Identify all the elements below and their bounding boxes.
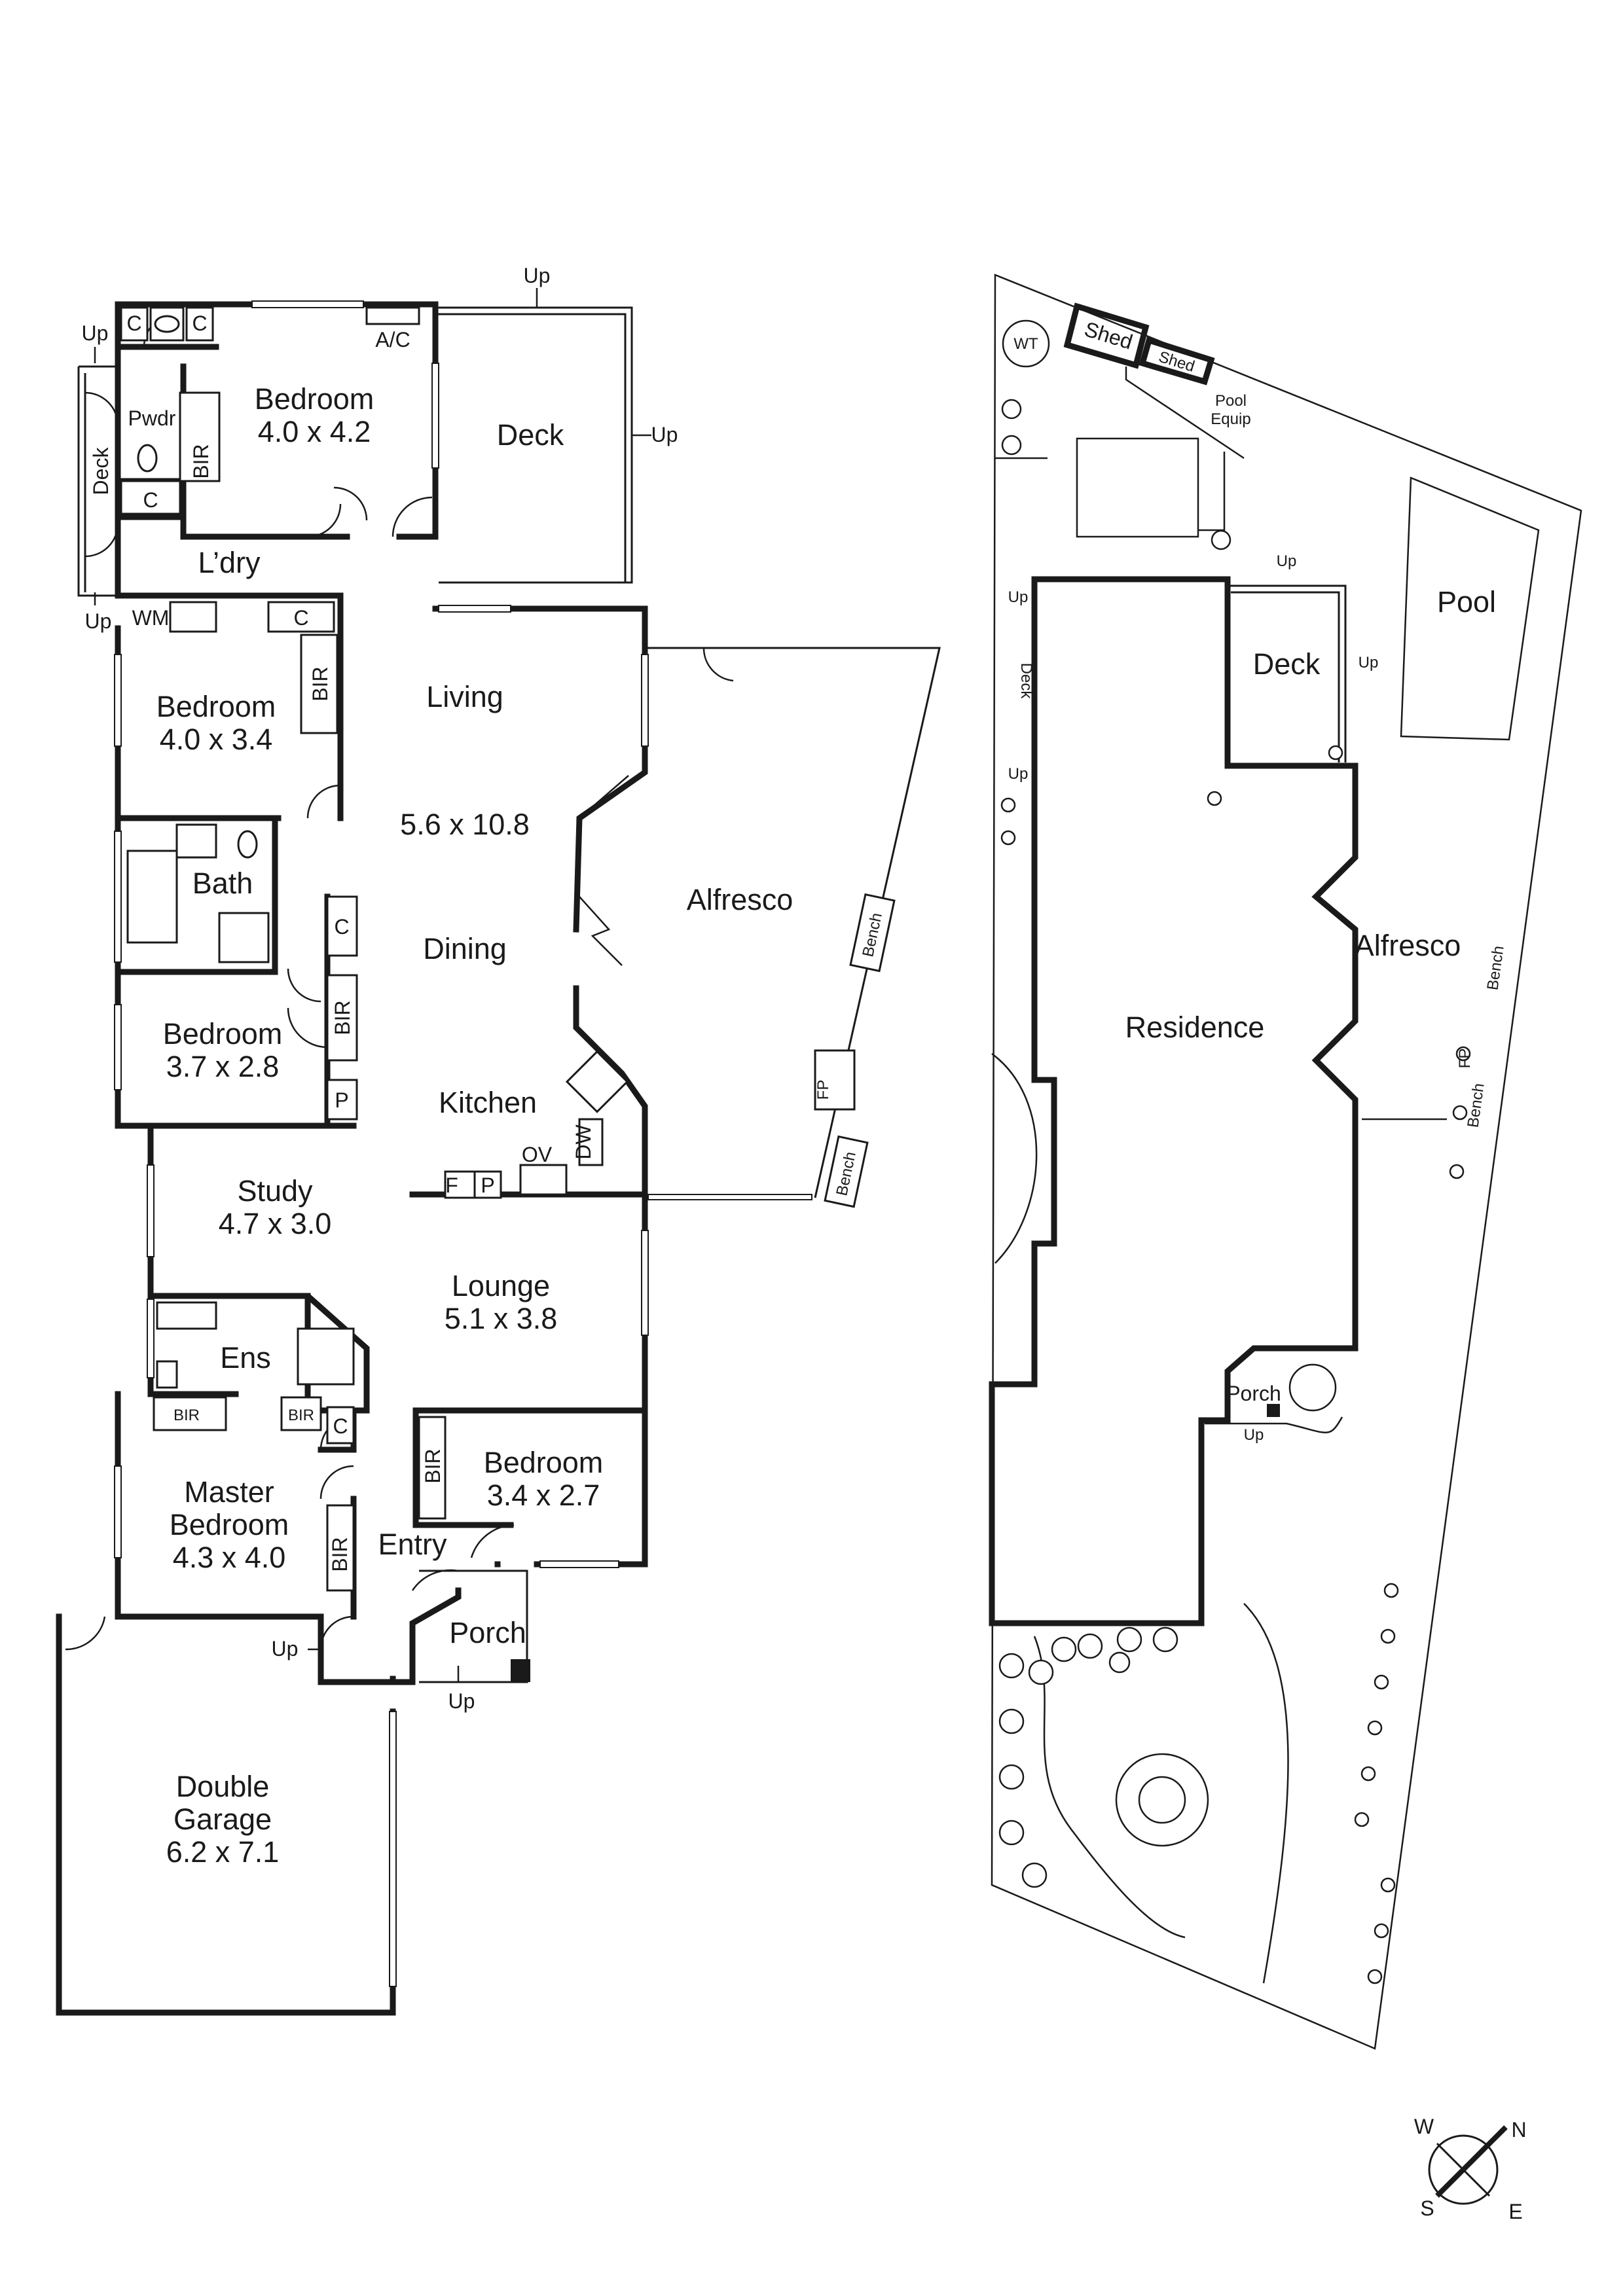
label-bir: BIR	[421, 1448, 445, 1483]
room-bedroom-4-size: 3.4 x 2.7	[487, 1479, 600, 1512]
room-dining-name: Dining	[423, 932, 507, 965]
room-kitchen-name: Kitchen	[439, 1086, 537, 1119]
room-side-deck-name: Deck	[89, 447, 113, 495]
room-lounge-name: Lounge	[452, 1269, 550, 1302]
room-pwdr-name: Pwdr	[128, 406, 176, 430]
label-bir: BIR	[173, 1407, 200, 1424]
room-master-name-line1: Master	[184, 1475, 274, 1509]
label-bir: BIR	[308, 666, 332, 701]
compass-west: W	[1414, 2115, 1434, 2138]
windows	[114, 300, 812, 1987]
room-bath-name: Bath	[192, 867, 253, 900]
room-porch-name: Porch	[449, 1616, 526, 1649]
room-bedroom-2-size: 4.0 x 3.4	[160, 723, 273, 756]
compass-north: N	[1511, 2118, 1526, 2142]
compass-south: S	[1420, 2197, 1434, 2220]
room-lounge-size: 5.1 x 3.8	[445, 1302, 558, 1335]
label-closet: C	[143, 488, 158, 512]
label-oven: OV	[522, 1143, 553, 1166]
label-bir: BIR	[331, 1000, 354, 1035]
site-label-up: Up	[1008, 588, 1029, 606]
site-label-alfresco: Alfresco	[1355, 929, 1461, 962]
room-living-size: 5.6 x 10.8	[400, 808, 530, 841]
site-shrubs	[998, 399, 1471, 1984]
label-closet: C	[334, 915, 349, 939]
label-up: Up	[448, 1689, 475, 1713]
label-up: Up	[85, 609, 112, 633]
site-label-porch: Porch	[1226, 1382, 1281, 1405]
room-master-name-line2: Bedroom	[170, 1508, 289, 1541]
label-closet: C	[293, 606, 308, 630]
room-master-size: 4.3 x 4.0	[173, 1541, 286, 1574]
room-garage-name-line1: Double	[176, 1770, 270, 1803]
room-ensuite-name: Ens	[220, 1341, 271, 1374]
room-bedroom-1-size: 4.0 x 4.2	[258, 415, 371, 448]
site-label-side-deck: Deck	[1017, 663, 1035, 700]
site-label-up: Up	[1008, 765, 1029, 783]
site-label-up: Up	[1277, 552, 1297, 570]
room-bedroom-1-name: Bedroom	[255, 382, 374, 416]
label-fridge: F	[445, 1174, 458, 1197]
residence-outline	[989, 576, 1359, 1626]
label-closet: C	[192, 312, 207, 335]
site-label-up: Up	[1359, 654, 1379, 672]
site-label-up: Up	[1244, 1426, 1264, 1444]
label-washing-machine: WM	[132, 606, 170, 630]
site-label-bench: Bench	[1464, 1082, 1487, 1128]
site-label-deck: Deck	[1253, 647, 1321, 681]
room-bedroom-3-size: 3.7 x 2.8	[166, 1050, 280, 1083]
label-bir: BIR	[288, 1407, 314, 1424]
fixtures	[120, 306, 896, 1592]
label-closet: C	[126, 312, 141, 335]
label-up: Up	[272, 1637, 299, 1660]
room-garage-name-line2: Garage	[173, 1803, 272, 1836]
site-plan: WT Shed Shed Pool Equip Pool Deck Alfres…	[989, 274, 1582, 2050]
room-deck-name: Deck	[497, 418, 564, 452]
exterior-walls	[56, 301, 648, 2016]
room-alfresco-name: Alfresco	[687, 883, 793, 916]
room-bedroom-3-name: Bedroom	[163, 1017, 283, 1050]
pool	[1400, 476, 1540, 741]
site-label-residence: Residence	[1125, 1011, 1265, 1044]
label-ac: A/C	[375, 328, 410, 351]
up-arrows	[94, 288, 651, 1682]
label-up: Up	[651, 423, 678, 446]
room-garage-size: 6.2 x 7.1	[166, 1835, 280, 1869]
compass: W N S E	[1414, 2115, 1527, 2223]
label-pantry: P	[335, 1088, 348, 1112]
room-labels: Bedroom 4.0 x 4.2 Deck Pwdr Deck L’dry B…	[89, 382, 793, 1869]
outdoor-areas	[77, 306, 941, 1683]
label-fireplace: FP	[814, 1080, 832, 1100]
label-pantry: P	[481, 1174, 494, 1197]
floor-plan: Bedroom 4.0 x 4.2 Deck Pwdr Deck L’dry B…	[56, 264, 941, 2016]
label-up: Up	[82, 321, 109, 345]
site-label-pool-equip: Pool	[1215, 392, 1247, 410]
label-bir: BIR	[328, 1537, 352, 1571]
site-label-pool: Pool	[1437, 585, 1496, 619]
room-laundry-name: L’dry	[198, 546, 261, 579]
site-label-pool-equip: Equip	[1211, 410, 1250, 428]
site-label-bench: Bench	[1484, 944, 1507, 991]
label-closet: C	[333, 1414, 348, 1438]
label-up: Up	[524, 264, 551, 287]
room-entry-name: Entry	[378, 1528, 447, 1561]
room-study-size: 4.7 x 3.0	[219, 1207, 332, 1240]
fixture-labels: C C A/C BIR C WM C BIR C BIR P F P OV DW…	[82, 264, 886, 1713]
room-living-name: Living	[426, 680, 503, 713]
room-bedroom-4-name: Bedroom	[484, 1446, 604, 1479]
label-dishwasher: DW	[572, 1124, 595, 1160]
site-label-water-tank: WT	[1013, 335, 1038, 353]
room-bedroom-2-name: Bedroom	[156, 690, 276, 723]
compass-east: E	[1508, 2200, 1522, 2223]
room-study-name: Study	[237, 1174, 313, 1208]
label-bir: BIR	[189, 444, 213, 478]
site-label-fireplace: FP	[1456, 1049, 1474, 1069]
